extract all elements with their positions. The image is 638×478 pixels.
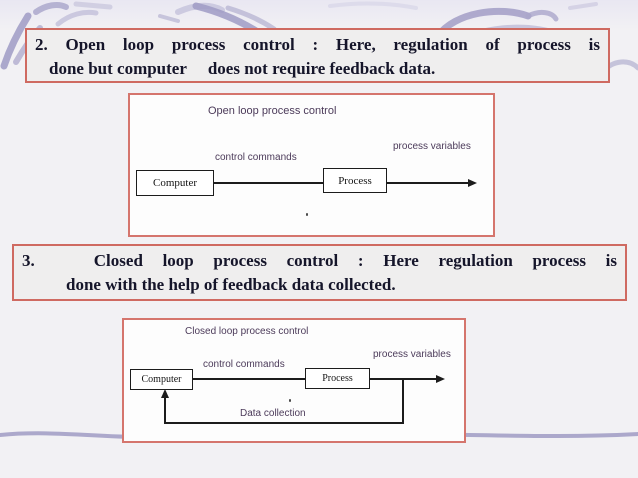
open-loop-text-line-2: done but computer does not require feedb… xyxy=(49,59,436,78)
closed-loop-text-line-1: 3. Closed loop process control : Here re… xyxy=(22,251,617,270)
open-loop-text-line-1: 2. Open loop process control : Here, reg… xyxy=(35,35,600,54)
computer-to-process-connector xyxy=(193,378,307,380)
computer-node: Computer xyxy=(130,369,193,390)
open-loop-diagram-panel: Open loop process control process variab… xyxy=(128,93,495,237)
control-commands-label: control commands xyxy=(203,359,285,370)
data-collection-label: Data collection xyxy=(240,408,306,419)
arrowhead-up-icon xyxy=(161,389,169,398)
computer-to-process-connector xyxy=(214,182,324,184)
process-node: Process xyxy=(323,168,387,193)
process-variables-label: process variables xyxy=(373,349,451,360)
top-background-strip xyxy=(0,0,638,30)
open-loop-diagram-title: Open loop process control xyxy=(208,105,337,117)
process-output-connector xyxy=(370,378,438,380)
stray-period-mark xyxy=(306,213,308,216)
feedback-right-vertical-connector xyxy=(402,378,404,424)
computer-node: Computer xyxy=(136,170,214,196)
process-node-label: Process xyxy=(338,174,372,187)
feedback-bottom-connector xyxy=(164,422,404,424)
arrowhead-right-icon xyxy=(436,375,445,383)
closed-loop-diagram-title: Closed loop process control xyxy=(185,326,309,337)
computer-node-label: Computer xyxy=(141,374,182,385)
control-commands-label: control commands xyxy=(215,152,297,163)
process-node: Process xyxy=(305,368,370,389)
stray-period-mark xyxy=(289,399,291,402)
text-box-closed-loop: 3. Closed loop process control : Here re… xyxy=(12,244,627,301)
feedback-left-vertical-connector xyxy=(164,397,166,424)
text-box-open-loop: 2. Open loop process control : Here, reg… xyxy=(25,28,610,83)
computer-node-label: Computer xyxy=(153,177,197,189)
closed-loop-diagram-panel: Closed loop process control process vari… xyxy=(122,318,466,443)
arrowhead-right-icon xyxy=(468,179,477,187)
process-node-label: Process xyxy=(322,373,353,384)
closed-loop-text-line-2: done with the help of feedback data coll… xyxy=(66,275,396,294)
process-variables-label: process variables xyxy=(393,141,471,152)
process-output-connector xyxy=(387,182,470,184)
